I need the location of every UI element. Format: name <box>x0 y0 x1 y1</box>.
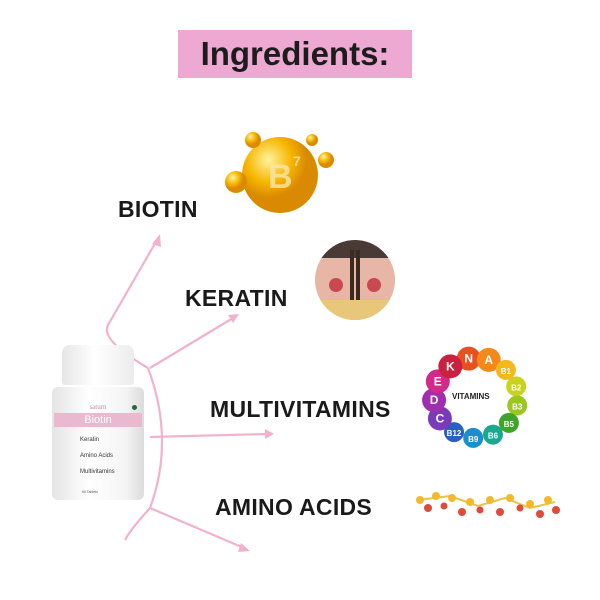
vitamin-ball <box>456 346 481 371</box>
bottle-label: saturn Biotin Keratin Amino Acids Multiv… <box>52 387 144 500</box>
bottle-line: Multivitamins <box>80 469 115 475</box>
arrow-amino <box>149 506 245 550</box>
vitamin-ball <box>422 388 447 413</box>
ingredient-label-biotin: BIOTIN <box>118 196 198 222</box>
ingredient-label-multivitamins: MULTIVITAMINS <box>210 396 391 422</box>
vitamin-ball <box>498 412 519 433</box>
svg-text:B: B <box>268 158 293 196</box>
arrow-arc <box>124 367 164 541</box>
vitamin-ball-label: B2 <box>511 383 522 392</box>
vitamin-ball-label: B5 <box>504 420 515 429</box>
ingredient-label-amino-acids: AMINO ACIDS <box>215 494 373 520</box>
vitamin-ball <box>495 359 516 380</box>
svg-text:7: 7 <box>293 153 301 169</box>
bottle-line: Keratin <box>80 437 100 443</box>
amino-acid-chain-icon <box>416 492 560 518</box>
vitamin-ball-label: E <box>434 374 442 388</box>
arrow-biotin <box>105 239 158 369</box>
vitamin-ball-label: B1 <box>501 367 512 376</box>
arrow-keratin <box>149 317 234 369</box>
vitamin-ball-label: B3 <box>512 402 523 411</box>
vitamin-ball-label: N <box>464 352 473 366</box>
vitamin-ball-label: A <box>484 353 493 367</box>
vitamin-ball <box>463 427 484 448</box>
vitamin-ball <box>506 376 527 397</box>
vitamin-ball-label: K <box>446 359 455 373</box>
arrow-multivitamins <box>149 432 269 439</box>
vitamin-ball <box>427 406 452 431</box>
vitamin-ball-label: D <box>430 393 439 407</box>
brand-name: saturn <box>89 403 107 411</box>
vitamin-ball <box>507 395 528 416</box>
vitamin-ball-label: B6 <box>488 432 499 441</box>
hair-follicle-icon <box>315 240 395 320</box>
vitamins-center-label: VITAMINS <box>452 392 490 401</box>
biotin-b7-orb-icon: B 7 <box>225 132 334 213</box>
vitamin-ball <box>476 347 501 372</box>
product-name: Biotin <box>54 413 142 427</box>
vitamin-ball <box>438 354 463 379</box>
vitamin-ball <box>444 422 465 443</box>
vitamin-ball-label: B9 <box>468 435 479 444</box>
biotin-bottle: saturn Biotin Keratin Amino Acids Multiv… <box>52 345 144 500</box>
vitamin-ball-label: C <box>436 411 445 425</box>
bottle-line: Amino Acids <box>80 453 114 459</box>
page-title: Ingredients: <box>178 30 412 78</box>
vitamin-ball-label: B12 <box>447 429 462 438</box>
tablet-count: 60 Tablets <box>82 490 98 494</box>
bottle-cap <box>62 345 134 385</box>
ingredient-label-keratin: KERATIN <box>185 285 288 311</box>
vitamin-ball <box>482 424 503 445</box>
veg-mark-icon <box>132 405 137 410</box>
